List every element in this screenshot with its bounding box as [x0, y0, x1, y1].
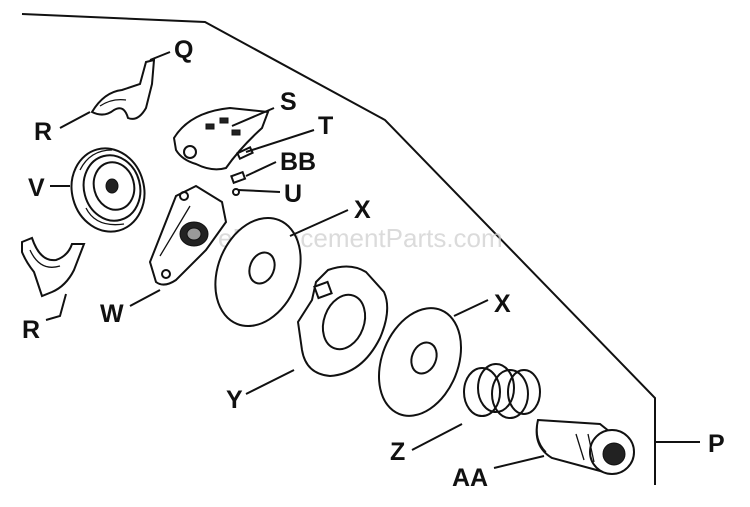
- label-t: T: [318, 112, 333, 140]
- leader-lines: [45, 51, 700, 469]
- label-aa: AA: [452, 464, 488, 492]
- splined-plate-part-y: [296, 265, 389, 378]
- plate-part-s: [172, 106, 270, 171]
- sleeve-part-aa: [535, 418, 635, 475]
- label-v: V: [28, 174, 45, 202]
- label-p: P: [708, 430, 725, 458]
- label-z: Z: [390, 438, 405, 466]
- spring-part-z: [463, 363, 541, 419]
- pulley-part-v: [70, 147, 146, 233]
- label-q: Q: [174, 36, 193, 64]
- label-x-bottom: X: [494, 290, 511, 318]
- label-u: U: [284, 180, 302, 208]
- label-x-top: X: [354, 196, 371, 224]
- label-r-top: R: [34, 118, 52, 146]
- disc-part-x-upper: [214, 216, 302, 328]
- label-y: Y: [226, 386, 243, 414]
- label-r-bottom: R: [22, 316, 40, 344]
- label-bb: BB: [280, 148, 316, 176]
- assembly-outline: [21, 13, 656, 485]
- label-w: W: [100, 300, 124, 328]
- lever-part-w: [148, 184, 228, 286]
- fork-arm-lower: [21, 236, 86, 298]
- disc-part-x-lower: [377, 307, 463, 417]
- label-s: S: [280, 88, 297, 116]
- fork-arm-upper: [90, 58, 156, 120]
